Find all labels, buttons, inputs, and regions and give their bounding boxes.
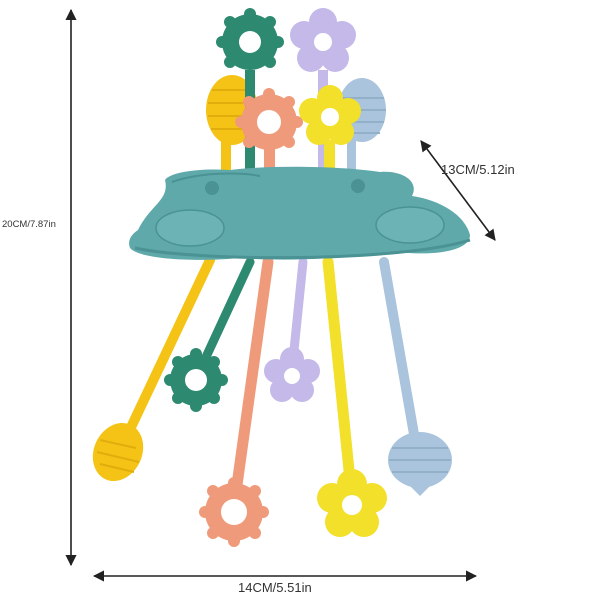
depth-dimension-label: 13CM/5.12in xyxy=(441,162,515,177)
pull-toys xyxy=(92,347,452,547)
arrow-diagonal-icon xyxy=(420,140,496,241)
pull-strings xyxy=(120,255,420,491)
height-dimension-label: 20CM/7.87in xyxy=(2,219,56,230)
toy-base xyxy=(129,166,471,260)
width-dimension-label: 14CM/5.51in xyxy=(238,580,312,595)
top-toys xyxy=(206,8,386,182)
